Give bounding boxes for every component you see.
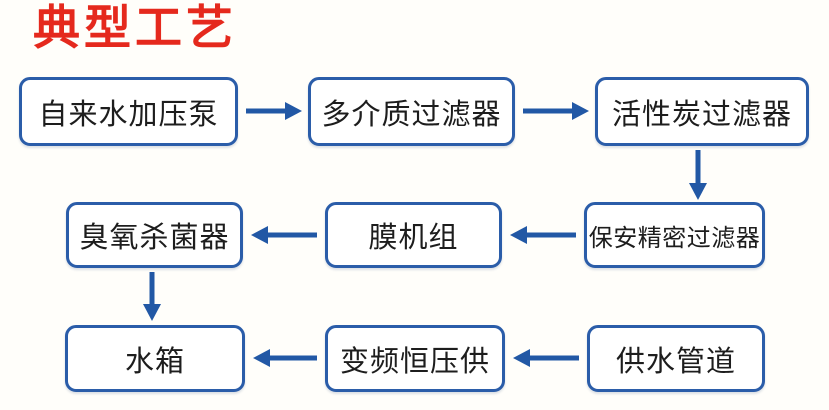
flow-box-security-precision-filter: 保安精密过滤器 xyxy=(584,202,765,268)
flow-box-ozone-sterilizer: 臭氧杀菌器 xyxy=(66,202,243,268)
flow-box-label: 保安精密过滤器 xyxy=(588,224,761,252)
page-title: 典型工艺 xyxy=(33,1,237,54)
flow-box-label: 水箱 xyxy=(124,345,185,378)
flow-box-activated-carbon-filter: 活性炭过滤器 xyxy=(595,77,809,146)
flow-box-vfd-constant-pressure-supply: 变频恒压供 xyxy=(325,325,505,392)
flow-box-water-tank: 水箱 xyxy=(65,325,245,392)
flow-box-label: 供水管道 xyxy=(615,345,736,378)
flow-box-label: 膜机组 xyxy=(368,222,459,254)
flow-box-label: 臭氧杀菌器 xyxy=(79,222,230,254)
arrow-security-to-membrane-icon xyxy=(510,226,576,244)
flow-box-water-supply-pipeline: 供水管道 xyxy=(587,325,765,392)
flow-box-label: 活性炭过滤器 xyxy=(611,98,792,131)
flow-box-label: 多介质过滤器 xyxy=(321,98,502,131)
arrow-vfd-to-tank-icon xyxy=(253,349,317,367)
flow-box-tap-water-pump: 自来水加压泵 xyxy=(19,77,238,146)
arrow-membrane-to-ozone-icon xyxy=(251,226,317,244)
arrow-pump-to-multimedia-icon xyxy=(246,102,302,120)
flow-box-label: 变频恒压供 xyxy=(339,345,490,378)
flow-box-label: 自来水加压泵 xyxy=(38,98,219,131)
flow-box-membrane-unit: 膜机组 xyxy=(325,202,502,268)
arrow-pipeline-to-vfd-icon xyxy=(513,349,579,367)
arrow-multimedia-to-carbon-icon xyxy=(523,102,589,120)
arrow-carbon-to-security-icon xyxy=(689,150,707,200)
flow-box-multimedia-filter: 多介质过滤器 xyxy=(308,77,515,146)
arrow-ozone-to-tank-icon xyxy=(143,272,161,321)
